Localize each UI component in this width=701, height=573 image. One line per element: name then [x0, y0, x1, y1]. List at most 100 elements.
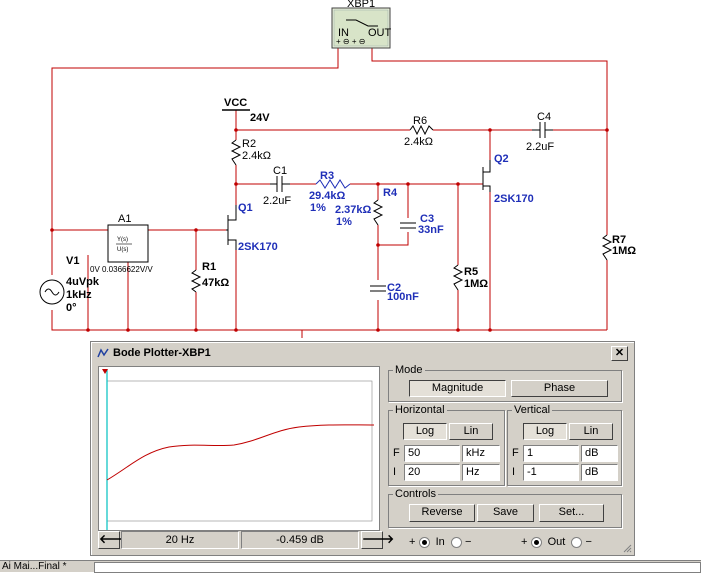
cursor-right-button[interactable]: 🡒	[361, 531, 394, 549]
r2-name: R2	[242, 138, 256, 150]
r4-resistor[interactable]	[372, 199, 384, 226]
horizontal-log-button[interactable]: Log	[403, 423, 447, 440]
horizontal-f-label: F	[393, 447, 400, 459]
horizontal-lin-button[interactable]: Lin	[449, 423, 493, 440]
r3-value: 29.4kΩ	[309, 190, 346, 202]
out-plus-label: +	[521, 536, 528, 548]
r5-value: 1MΩ	[464, 278, 488, 290]
q2-name: Q2	[494, 153, 509, 165]
r4-tol: 1%	[336, 216, 352, 228]
r5-resistor[interactable]	[452, 264, 464, 291]
close-button[interactable]: ✕	[611, 346, 628, 361]
r1-resistor[interactable]	[190, 269, 202, 293]
c1-value: 2.2uF	[263, 195, 291, 207]
r1-value: 47kΩ	[202, 277, 229, 289]
in-minus-terminal[interactable]	[450, 536, 462, 548]
v1-name: V1	[66, 255, 79, 267]
horizontal-initial-unit[interactable]: Hz	[462, 464, 500, 481]
c1-capacitor[interactable]	[270, 176, 290, 192]
magnitude-button[interactable]: Magnitude	[409, 380, 506, 397]
r6-value: 2.4kΩ	[404, 136, 433, 148]
document-tab[interactable]: Ai Mai...Final *	[2, 561, 67, 572]
in-minus-label: −	[465, 536, 472, 548]
cursor-left-button[interactable]: 🡐	[98, 531, 131, 549]
mode-label: Mode	[393, 363, 425, 377]
xbp1-instrument[interactable]: XBP1 IN OUT + ⊖ + ⊖	[331, 0, 392, 49]
in-plus-label: +	[409, 536, 416, 548]
set-button[interactable]: Set...	[539, 504, 604, 522]
vcc-label: VCC	[224, 97, 247, 109]
junction-dots	[50, 128, 609, 332]
r6-name: R6	[413, 115, 427, 127]
xbp1-out-label: OUT	[368, 27, 392, 39]
reverse-button[interactable]: Reverse	[409, 504, 475, 522]
cursor-marker[interactable]	[102, 369, 108, 374]
r2-value: 2.4kΩ	[242, 150, 271, 162]
vertical-final-unit[interactable]: dB	[581, 445, 618, 462]
r6-resistor[interactable]	[409, 124, 434, 136]
out-plus-terminal[interactable]	[530, 536, 542, 548]
q1-transistor[interactable]	[226, 205, 237, 250]
in-plus-terminal[interactable]	[418, 536, 430, 548]
magnitude-trace	[106, 424, 375, 481]
controls-label: Controls	[393, 487, 438, 501]
vertical-initial-unit[interactable]: dB	[581, 464, 618, 481]
c2-name: C2	[387, 282, 401, 294]
r3-name: R3	[320, 170, 334, 182]
out-terminals: + Out −	[521, 535, 592, 549]
horizontal-initial-input[interactable]: 20	[404, 464, 460, 481]
a1-name: A1	[118, 213, 131, 225]
r3-resistor[interactable]	[315, 179, 351, 189]
plot-frame	[106, 380, 373, 522]
vertical-i-label: I	[512, 466, 516, 478]
magnitude-readout: -0.459 dB	[241, 531, 359, 549]
r3-tol: 1%	[310, 202, 326, 214]
r7-name: R7	[612, 234, 626, 246]
c4-name: C4	[537, 111, 551, 123]
r7-value: 1MΩ	[612, 245, 636, 257]
v1-amp: 4uVpk	[66, 276, 100, 288]
a1-caption: 0V 0.0366622V/V	[90, 265, 153, 274]
r4-name: R4	[383, 187, 398, 199]
frequency-readout: 20 Hz	[121, 531, 239, 549]
status-field	[94, 562, 701, 573]
c4-capacitor[interactable]	[532, 122, 553, 138]
vcc-value: 24V	[250, 112, 270, 124]
vertical-initial-input[interactable]: -1	[523, 464, 579, 481]
q2-transistor[interactable]	[482, 160, 491, 192]
q1-name: Q1	[238, 202, 253, 214]
controls-group: Controls	[388, 487, 622, 528]
c3-value: 33nF	[418, 224, 444, 236]
vertical-final-input[interactable]: 1	[523, 445, 579, 462]
horizontal-final-unit[interactable]: kHz	[462, 445, 500, 462]
r5-name: R5	[464, 266, 478, 278]
resize-grip-icon[interactable]	[622, 543, 632, 553]
r2-resistor[interactable]	[230, 139, 242, 166]
save-button[interactable]: Save	[477, 504, 534, 522]
xbp1-label: XBP1	[347, 0, 375, 10]
c3-capacitor[interactable]	[400, 222, 416, 229]
in-terminals: + In −	[409, 535, 471, 549]
horizontal-final-input[interactable]: 50	[404, 445, 460, 462]
bode-title-bar[interactable]: Bode Plotter-XBP1 ✕	[93, 344, 632, 362]
out-minus-terminal[interactable]	[571, 536, 583, 548]
vertical-label: Vertical	[512, 403, 553, 417]
bode-plotter-window[interactable]: Bode Plotter-XBP1 ✕ 🡐 20 Hz -0.459 dB 🡒 …	[90, 341, 635, 556]
svg-text:U(s): U(s)	[117, 247, 128, 253]
r1-name: R1	[202, 261, 216, 273]
mode-group: Mode	[388, 363, 622, 402]
bode-plot-area[interactable]	[98, 366, 380, 531]
vertical-lin-button[interactable]: Lin	[569, 423, 613, 440]
v1-source[interactable]	[39, 279, 65, 305]
bode-window-icon	[97, 348, 109, 358]
vertical-log-button[interactable]: Log	[523, 423, 567, 440]
c2-capacitor[interactable]	[370, 285, 386, 292]
c3-name: C3	[420, 213, 434, 225]
a1-block[interactable]: Y(s) U(s)	[107, 224, 149, 263]
r7-resistor[interactable]	[601, 234, 613, 261]
phase-button[interactable]: Phase	[511, 380, 608, 397]
v1-phase: 0°	[66, 302, 77, 314]
r4-value: 2.37kΩ	[335, 204, 372, 216]
out-label: Out	[547, 536, 566, 548]
